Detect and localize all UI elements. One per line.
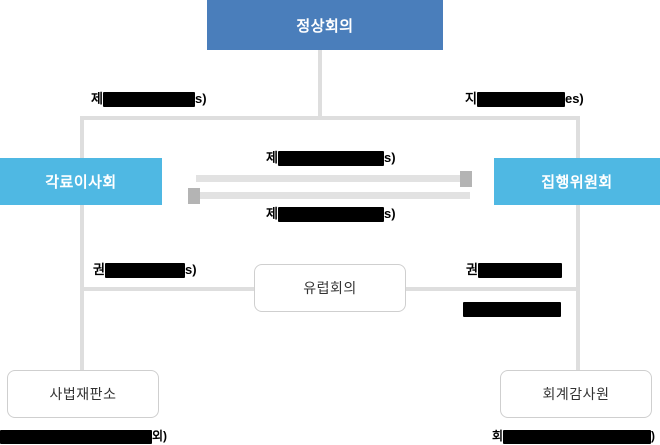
edge-label-center-upper: 제 s) [266,149,396,167]
edge-label-mid-right-upper-prefix: 권 [466,262,478,277]
arrow-head-left [188,188,200,204]
node-summit[interactable]: 정상회의 [207,0,443,50]
arrow-head-right [460,171,472,187]
edge-label-top-right-suffix: es) [564,91,584,106]
edge-label-mid-left-prefix: 권 [93,262,105,277]
redaction-bar [0,429,152,444]
redaction-bar [477,263,562,279]
node-executive-committee-label: 집행위원회 [541,174,613,191]
caption-court-of-auditors-prefix: 회 [492,429,504,443]
node-european-council-label: 유럽회의 [303,280,357,296]
redaction-bar [277,207,384,223]
caption-court-of-auditors: 회) [492,428,655,444]
edge-label-mid-left: 권 s) [93,261,197,279]
redaction-bar [463,302,561,318]
node-council-of-ministers-label: 각료이사회 [45,174,117,191]
caption-court-of-auditors-suffix: ) [651,429,656,443]
caption-court-of-justice-suffix: 외) [152,429,168,443]
edge-label-center-lower: 제 s) [266,205,396,223]
node-court-of-justice-label: 사법재판소 [49,386,117,402]
connector-left-to-european-council [80,287,255,291]
connector-right-to-european-council [404,287,578,291]
node-court-of-auditors[interactable]: 회계감사원 [500,370,652,418]
caption-court-of-justice: 외) [0,428,167,444]
edge-label-top-left-suffix: s) [194,91,207,106]
edge-label-top-left-prefix: 제 [91,91,103,106]
edge-label-mid-right-lower [463,300,561,318]
node-court-of-justice[interactable]: 사법재판소 [7,370,159,418]
connector-top-bus [80,116,580,120]
redaction-bar [104,263,185,279]
edge-label-mid-left-suffix: s) [184,262,197,277]
edge-label-top-right-prefix: 지 [465,91,477,106]
arrow-line-leftward [196,192,470,199]
edge-label-mid-right-upper: 권 [466,261,562,279]
connector-bus-to-council [80,116,84,158]
edge-label-top-right: 지 es) [465,90,584,108]
arrow-line-rightward [196,175,462,182]
edge-label-top-left: 제 s) [91,90,207,108]
node-executive-committee[interactable]: 집행위원회 [494,158,660,205]
redaction-bar [102,92,195,108]
redaction-bar [476,92,565,108]
node-european-council[interactable]: 유럽회의 [254,264,406,312]
redaction-bar [503,429,652,444]
edge-label-center-lower-suffix: s) [383,206,396,221]
connector-executive-to-auditors [576,205,580,370]
redaction-bar [277,151,384,167]
node-council-of-ministers[interactable]: 각료이사회 [0,158,162,205]
node-court-of-auditors-label: 회계감사원 [542,386,610,402]
edge-label-center-upper-prefix: 제 [266,150,278,165]
node-summit-label: 정상회의 [296,17,354,35]
edge-label-center-upper-suffix: s) [383,150,396,165]
edge-label-center-lower-prefix: 제 [266,206,278,221]
connector-bus-to-executive [576,116,580,158]
connector-summit-stem [318,50,322,118]
